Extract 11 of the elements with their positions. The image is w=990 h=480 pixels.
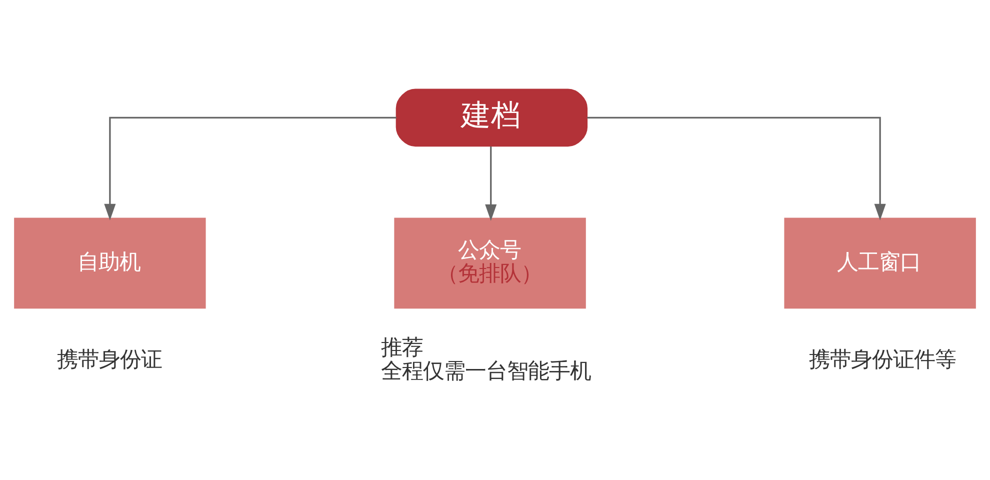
node-box: 自助机 [14,218,206,309]
node-label: 携带身份证件等 [809,347,956,372]
arrow [104,116,396,220]
node-box: 建档 [396,88,588,147]
arrow [485,146,497,221]
arrow [587,116,886,220]
node-box: 人工窗口 [784,218,976,309]
node-label: 全程仅需一台智能手机 [380,358,591,384]
node-label: 推荐 [380,336,423,361]
node-box: 公众号 （免排队） [394,218,586,309]
node-label: 携带身份证 [57,347,162,372]
